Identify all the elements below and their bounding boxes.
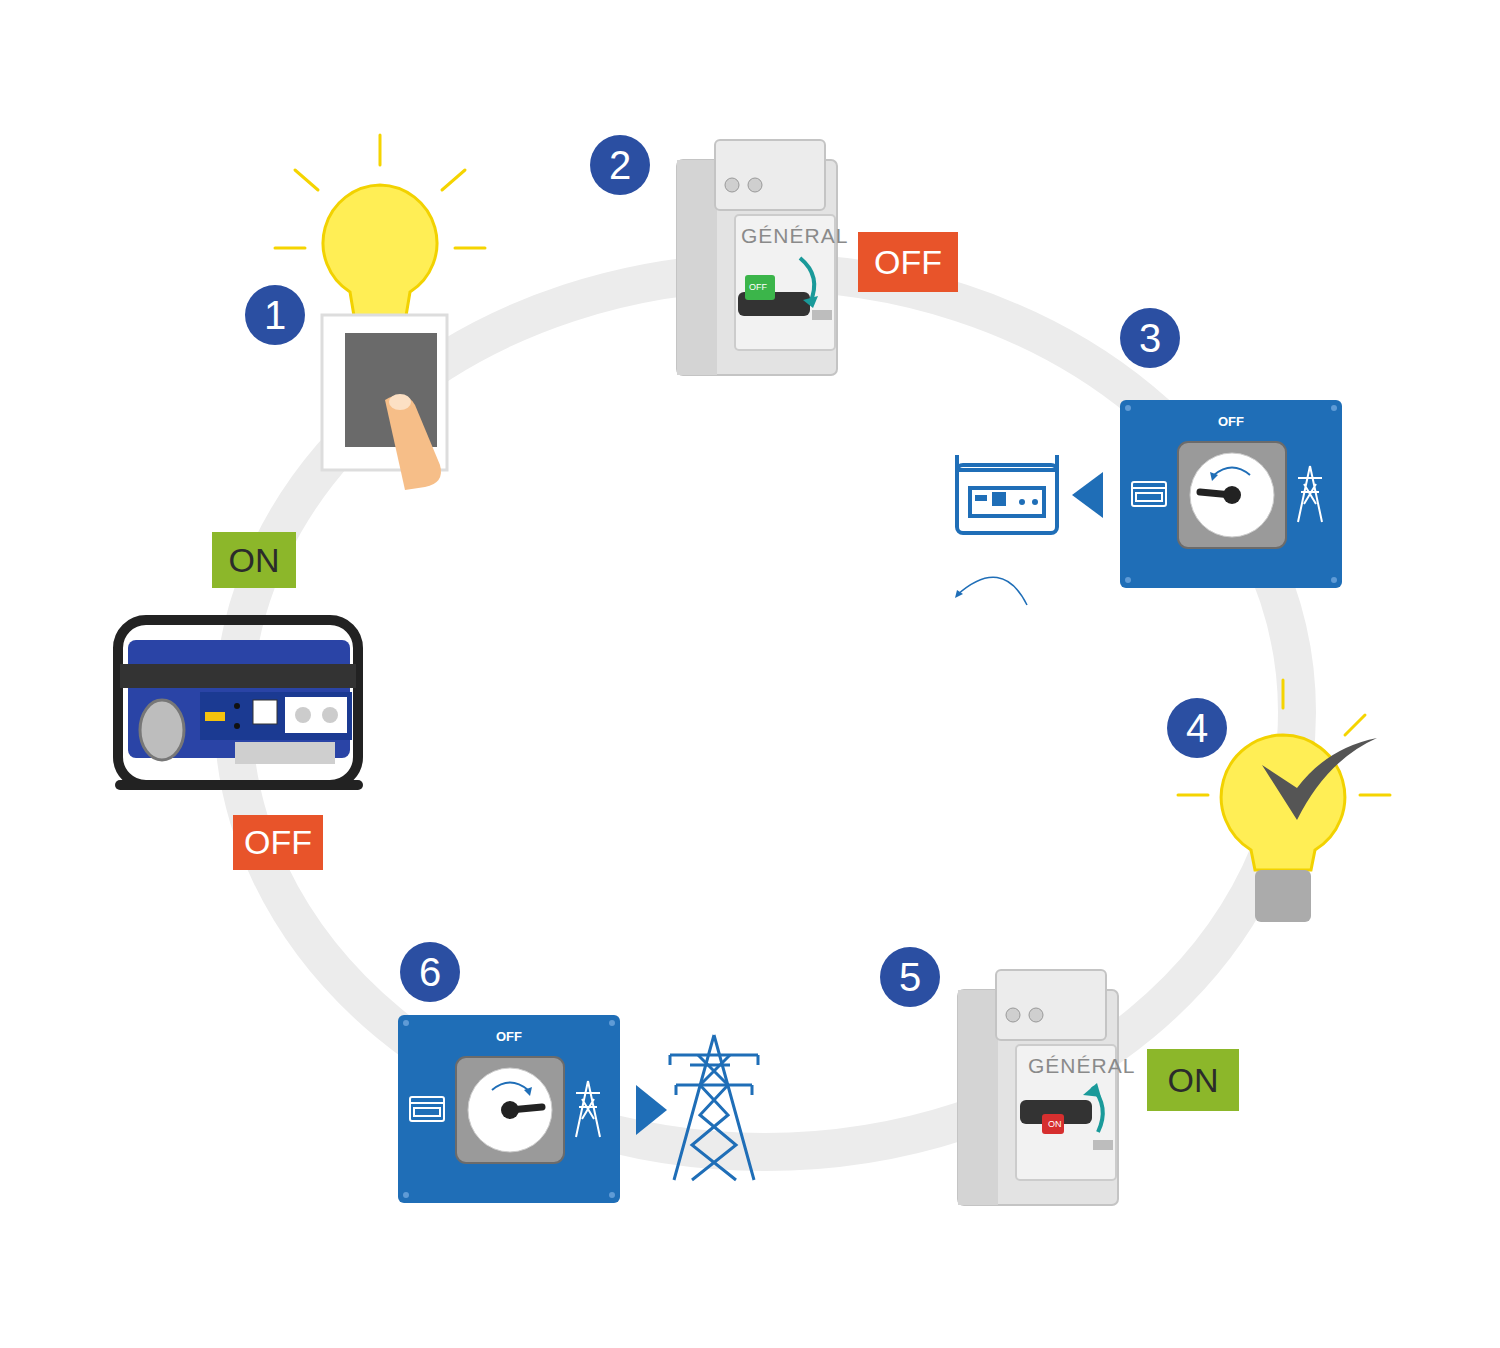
callout-number: 4	[1167, 698, 1227, 758]
state-tag: ON	[1147, 1049, 1239, 1111]
callout-number: 6	[400, 942, 460, 1002]
node-text: ON	[229, 541, 280, 580]
transfer-switch: OFF	[1120, 400, 1342, 588]
node-text: OFF	[496, 1029, 522, 1044]
breaker-label: GÉNÉRAL	[1028, 1054, 1135, 1078]
state-tag: OFF	[233, 815, 323, 870]
callout-number: 2	[590, 135, 650, 195]
node-text: 5	[899, 955, 921, 1000]
breaker-label: GÉNÉRAL	[741, 224, 848, 248]
node-text: OFF	[244, 823, 312, 862]
node-text: ON	[1168, 1061, 1219, 1100]
callout-number: 3	[1120, 308, 1180, 368]
node-text: OFF	[874, 243, 942, 282]
callout-number: 1	[245, 285, 305, 345]
state-tag: OFF	[858, 232, 958, 292]
transfer-switch: OFF	[398, 1015, 620, 1203]
node-text: 4	[1186, 706, 1208, 751]
lever-state: ON	[1046, 1118, 1064, 1130]
node-text: 1	[264, 293, 286, 338]
callout-number: 5	[880, 947, 940, 1007]
node-text: 2	[609, 143, 631, 188]
node-text: 6	[419, 950, 441, 995]
lever-state: OFF	[747, 281, 769, 293]
state-tag: ON	[212, 532, 296, 588]
node-text: OFF	[1218, 414, 1244, 429]
node-text: 3	[1139, 316, 1161, 361]
